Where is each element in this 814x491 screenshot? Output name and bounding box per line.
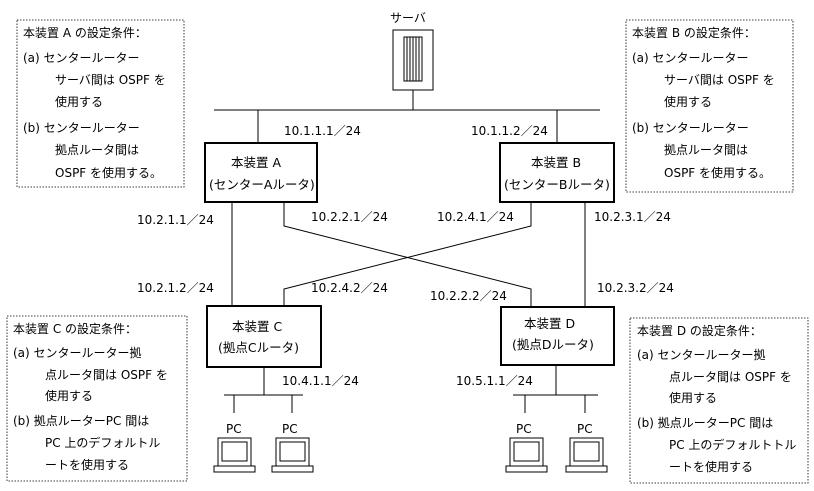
device-a-name: 本装置 A: [231, 155, 281, 170]
pc-d1-label: PC: [516, 422, 532, 436]
condition-d-line-1: (a) センタールーター拠: [637, 348, 766, 362]
condition-b-line-2: サーバ間は OSPF を: [664, 73, 775, 87]
device-b-name: 本装置 B: [531, 155, 581, 170]
condition-b-line-4: (b) センタールーター: [632, 121, 749, 135]
pc-monitor-icon: [271, 437, 314, 473]
ip-label-c-lan: 10.4.1.1／24: [282, 374, 359, 388]
device-b-sub: (センターBルータ): [504, 177, 610, 192]
condition-d-line-6: ートを使用する: [669, 459, 753, 474]
device-a-sub: (センターAルータ): [209, 177, 315, 192]
condition-b-line-6: OSPF を使用する。: [664, 165, 771, 180]
condition-d-line-5: PC 上のデフォルトトル: [669, 437, 796, 452]
device-d: 本装置 D (拠点Dルータ): [500, 306, 615, 366]
ip-label-a-down: 10.2.1.1／24: [137, 213, 214, 227]
device-b: 本装置 B (センターBルータ): [499, 142, 615, 203]
pc-monitor-icon: [565, 437, 608, 473]
condition-c-title: 本装置 C の設定条件：: [13, 321, 137, 336]
condition-b-title: 本装置 B の設定条件：: [632, 25, 756, 40]
pc-d2-label: PC: [577, 422, 593, 436]
condition-a-line-6: OSPF を使用する。: [55, 165, 162, 180]
server-label: サーバ: [390, 11, 426, 25]
condition-d-title: 本装置 D の設定条件：: [637, 323, 762, 338]
pc-c1: PC: [213, 422, 256, 473]
condition-a-line-5: 拠点ルータ間は: [55, 143, 139, 157]
ip-label-c-up: 10.2.1.2／24: [137, 281, 214, 295]
condition-b-line-3: 使用する: [664, 94, 712, 109]
device-d-name: 本装置 D: [524, 316, 575, 331]
condition-d-line-4: (b) 拠点ルーターPC 間は: [637, 416, 773, 430]
condition-a-line-2: サーバ間は OSPF を: [55, 73, 166, 87]
ip-label-d-cross: 10.2.2.2／24: [430, 289, 507, 303]
device-c-sub: (拠点Cルータ): [218, 340, 299, 355]
condition-c-line-2: 点ルータ間は OSPF を: [45, 368, 168, 382]
condition-c-line-1: (a) センタールーター拠: [13, 346, 142, 360]
ip-label-b-down: 10.2.3.1／24: [594, 210, 671, 224]
ip-label-d-up: 10.2.3.2／24: [597, 281, 674, 295]
ip-label-b-top: 10.1.1.2／24: [471, 124, 548, 138]
server: サーバ: [390, 11, 434, 91]
pc-c2-label: PC: [282, 422, 298, 436]
condition-c-line-3: 使用する: [45, 388, 93, 403]
device-a: 本装置 A (センターAルータ): [204, 142, 318, 203]
ip-label-c-cross: 10.2.4.2／24: [311, 281, 388, 295]
condition-d-line-2: 点ルータ間は OSPF を: [669, 370, 792, 384]
condition-b-line-1: (a) センタールーター: [632, 51, 749, 65]
condition-c-line-5: PC 上のデフォルトル: [45, 435, 160, 450]
pc-monitor-icon: [213, 437, 256, 473]
pc-d2: PC: [565, 422, 608, 473]
condition-a-title: 本装置 A の設定条件：: [23, 25, 147, 40]
pc-monitor-icon: [505, 437, 548, 473]
ip-label-a-cross: 10.2.2.1／24: [311, 210, 388, 224]
device-c-name: 本装置 C: [232, 319, 282, 334]
condition-c-line-6: ートを使用する: [45, 457, 129, 472]
condition-d-line-3: 使用する: [669, 390, 717, 405]
condition-box-c: 本装置 C の設定条件： (a) センタールーター拠 点ルータ間は OSPF を…: [6, 315, 188, 482]
server-icon: [392, 29, 434, 91]
condition-box-a: 本装置 A の設定条件： (a) センタールーター サーバ間は OSPF を 使…: [16, 19, 185, 188]
device-d-sub: (拠点Dルータ): [512, 337, 594, 352]
condition-box-d: 本装置 D の設定条件： (a) センタールーター拠 点ルータ間は OSPF を…: [629, 317, 809, 484]
ip-label-d-lan: 10.5.1.1／24: [456, 374, 533, 388]
condition-a-line-1: (a) センタールーター: [23, 51, 140, 65]
ip-label-a-top: 10.1.1.1／24: [284, 124, 361, 138]
link-b-c: [283, 202, 532, 306]
ip-label-b-cross: 10.2.4.1／24: [437, 210, 514, 224]
condition-a-line-4: (b) センタールーター: [23, 121, 140, 135]
condition-c-line-4: (b) 拠点ルーターPC 間は: [13, 414, 149, 428]
condition-b-line-5: 拠点ルータ間は: [664, 143, 748, 157]
condition-box-b: 本装置 B の設定条件： (a) センタールーター サーバ間は OSPF を 使…: [625, 19, 794, 193]
condition-a-line-3: 使用する: [55, 94, 103, 109]
device-c: 本装置 C (拠点Cルータ): [206, 305, 322, 368]
pc-c1-label: PC: [226, 422, 242, 436]
pc-d1: PC: [505, 422, 548, 473]
pc-c2: PC: [271, 422, 314, 473]
